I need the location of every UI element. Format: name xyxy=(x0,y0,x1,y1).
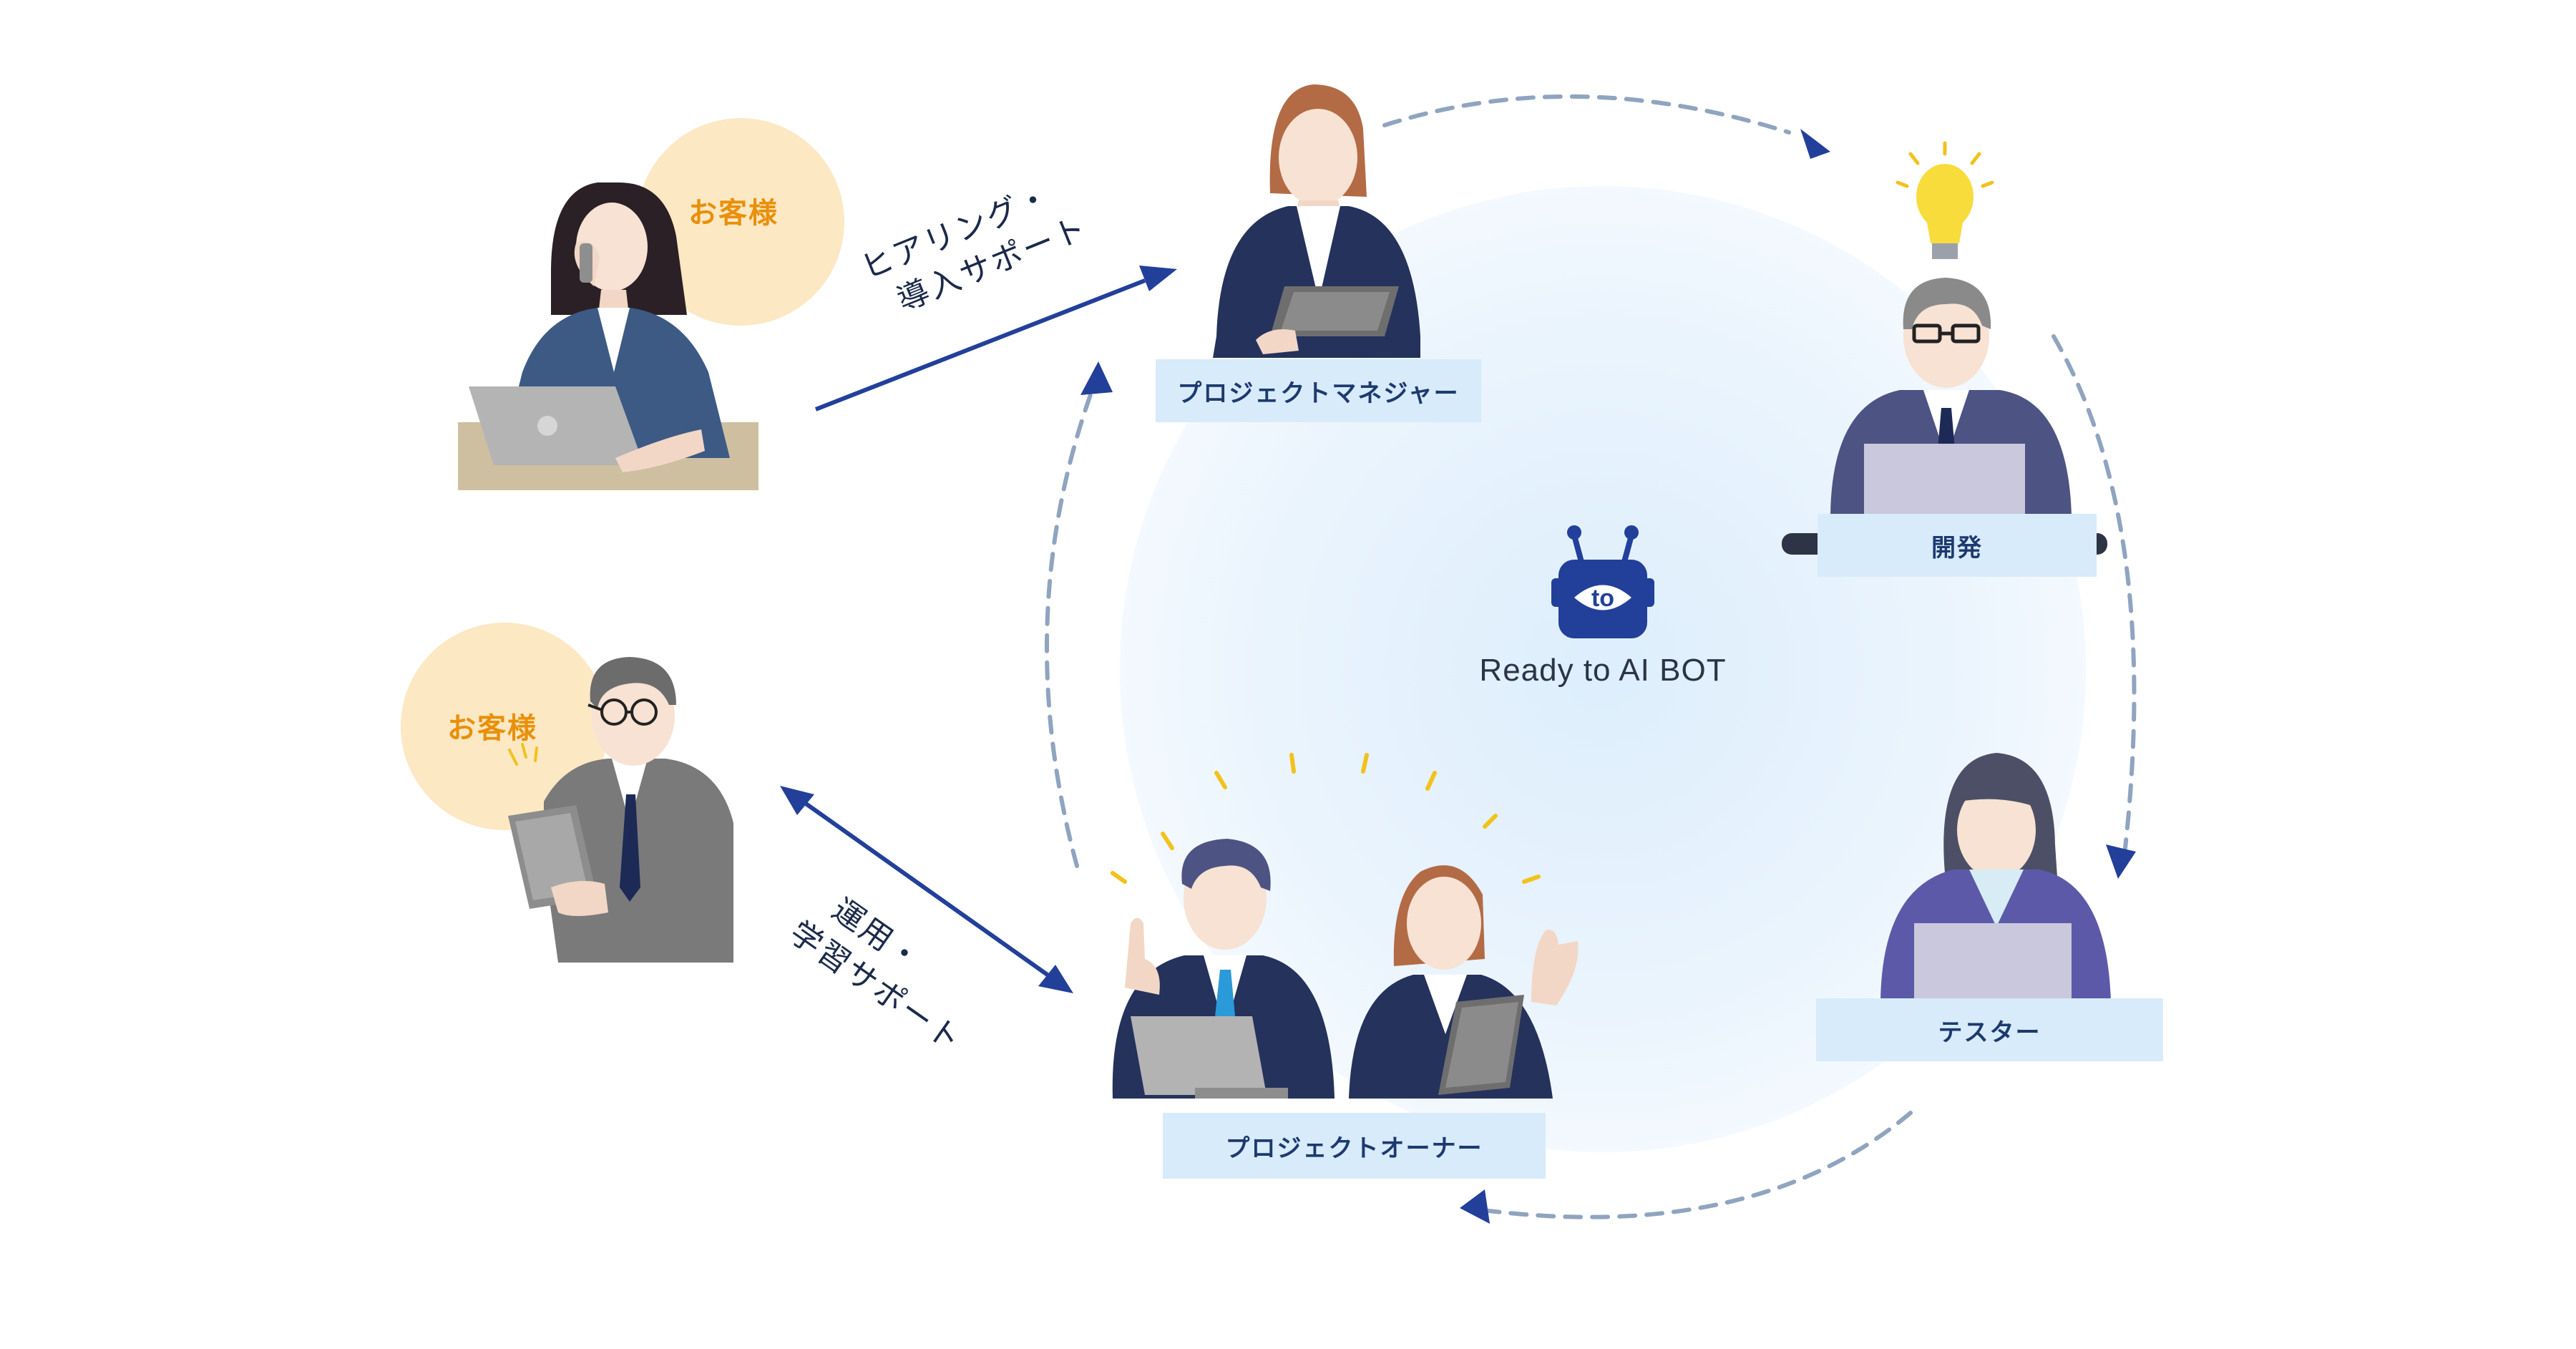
project-manager-figure xyxy=(1213,84,1420,358)
customer-bubble xyxy=(401,623,608,830)
customer-woman-phone xyxy=(458,182,758,490)
arrowhead-to-pm xyxy=(1080,361,1113,395)
role-label-project-owner: プロジェクトオーナー xyxy=(1163,1113,1546,1179)
role-label-project-manager: プロジェクトマネジャー xyxy=(1156,359,1481,422)
cycle-arrowheads xyxy=(1080,129,2136,1224)
product-name: Ready to AI BOT xyxy=(1479,653,1727,688)
bot-logo-text: to xyxy=(1591,585,1614,612)
customer-arrows xyxy=(780,266,1177,993)
arrowhead-to-tester xyxy=(2106,844,2136,879)
lightbulb-icon xyxy=(1896,141,1994,259)
bot-logo-icon xyxy=(1551,525,1654,638)
arrowhead-to-dev xyxy=(1800,129,1830,159)
cycle-arrows xyxy=(1045,94,2137,1219)
role-label-development: 開発 xyxy=(1818,514,2097,577)
role-label-tester: テスター xyxy=(1816,998,2163,1061)
customer-man-tablet xyxy=(508,657,733,963)
customer-label: お客様 xyxy=(688,197,779,230)
project-owner-figures xyxy=(1111,753,1579,1099)
tester-figure xyxy=(1880,753,2111,1002)
customer-label: お客様 xyxy=(447,712,537,745)
center-circle xyxy=(1120,186,2086,1152)
customer-bubble xyxy=(637,118,844,326)
arrowhead-to-owner xyxy=(1460,1189,1490,1224)
